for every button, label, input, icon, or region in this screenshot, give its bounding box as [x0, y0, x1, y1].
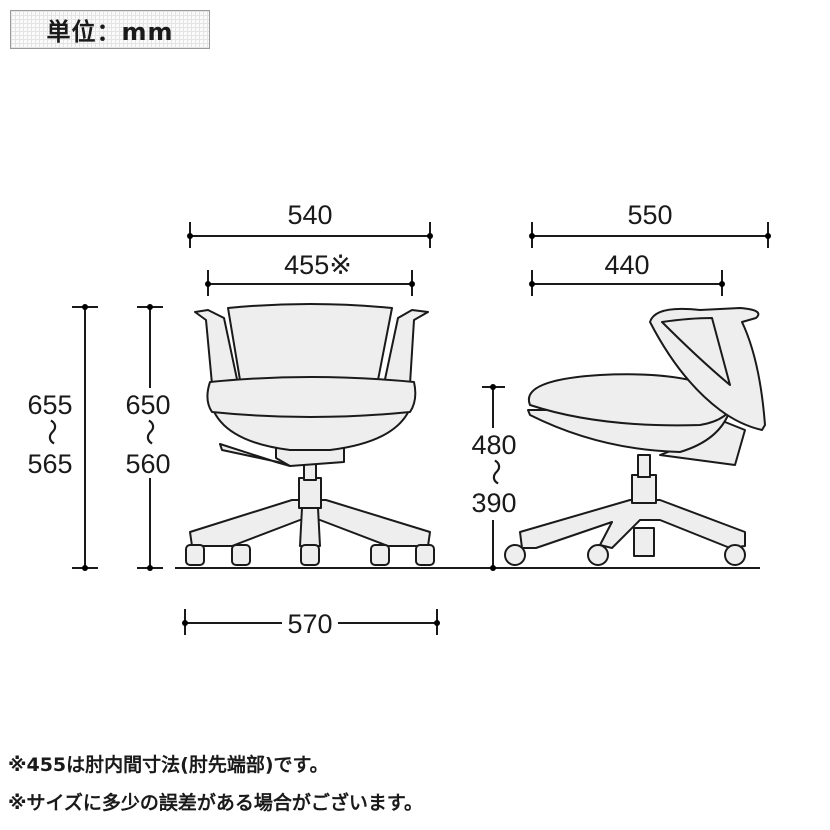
seat-height-max: 480 [471, 430, 516, 460]
caster-icons [504, 544, 746, 566]
dimension-seat-height: 480 ～ 390 [466, 384, 522, 571]
dimension-overall-depth: 550 [529, 200, 771, 248]
arm-height-max: 650 [125, 390, 170, 420]
range-mark: ～ [134, 419, 164, 446]
seat-height-min: 390 [471, 488, 516, 518]
note-size-tolerance: ※サイズに多少の誤差がある場合がございます。 [8, 792, 424, 814]
total-height-max: 655 [27, 390, 72, 420]
arm-height-min: 560 [125, 449, 170, 479]
range-mark: ～ [36, 419, 66, 446]
range-mark: ～ [480, 459, 510, 486]
chair-side-view [504, 307, 766, 566]
overall-depth-label: 550 [627, 200, 672, 230]
dimension-total-height: 655 ～ 565 [24, 304, 98, 571]
caster-icons [185, 544, 435, 566]
arm-inner-width-label: 455※ [284, 250, 352, 280]
dimension-overall-width: 540 [187, 200, 433, 248]
unit-label: 単位：mm [10, 10, 210, 49]
total-height-min: 565 [27, 449, 72, 479]
dimension-base-width: 570 [182, 609, 440, 639]
note-arm-dimension: ※455は肘内間寸法(肘先端部)です。 [8, 754, 329, 776]
overall-width-label: 540 [287, 200, 332, 230]
seat-depth-label: 440 [604, 250, 649, 280]
chair-front-view [185, 303, 435, 566]
base-width-label: 570 [287, 609, 332, 639]
dimension-seat-depth: 440 [529, 250, 725, 296]
dimension-arm-inner-width: 455※ [205, 250, 415, 296]
dimension-arm-height: 650 ～ 560 [120, 304, 178, 571]
